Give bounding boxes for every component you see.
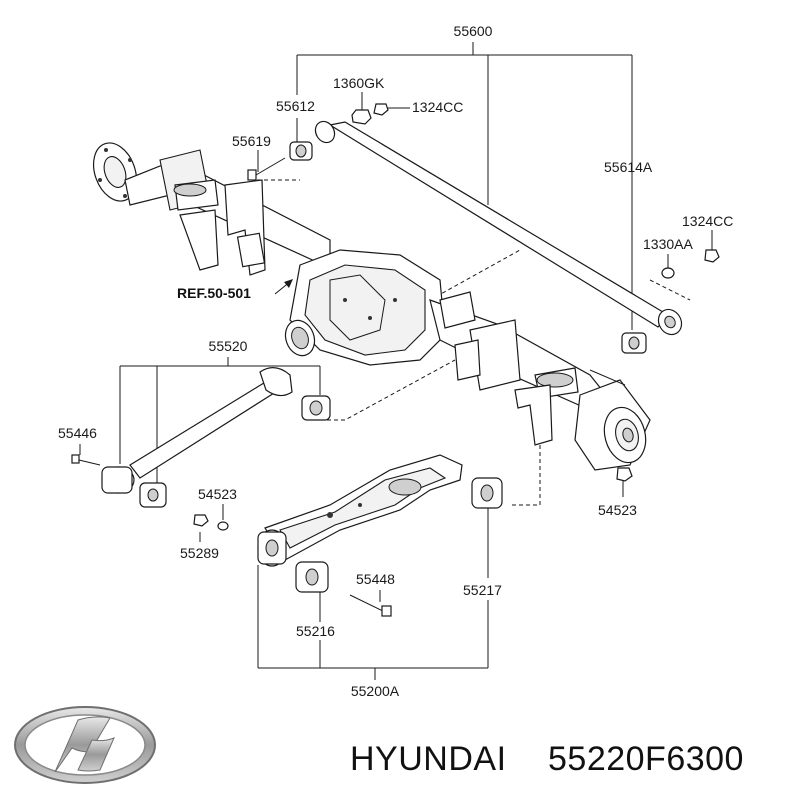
label-55614a: 55614A: [604, 159, 653, 175]
nut-1324cc-top: [373, 103, 389, 116]
label-1324cc-right: 1324CC: [682, 213, 733, 229]
bolt-55446: [71, 454, 101, 466]
label-1324cc-top: 1324CC: [412, 99, 463, 115]
label-55600: 55600: [454, 23, 493, 39]
nut-1360gk: [351, 109, 372, 125]
lower-arm-55200a: [257, 454, 503, 593]
label-54523-left: 54523: [198, 486, 237, 502]
label-55446: 55446: [58, 425, 97, 441]
bolt-55619: [247, 157, 286, 181]
nut-54523-right: [616, 467, 633, 482]
washer-1330aa: [661, 267, 675, 279]
brand-name: HYUNDAI: [350, 740, 507, 778]
leader-lines: [79, 42, 713, 680]
label-55612: 55612: [276, 98, 315, 114]
label-55289: 55289: [180, 545, 219, 561]
bushing-55612: [289, 141, 313, 161]
label-1360gk: 1360GK: [333, 75, 385, 91]
part-number: 55220F6300: [548, 740, 744, 778]
label-54523-right: 54523: [598, 502, 637, 518]
label-55619: 55619: [232, 133, 271, 149]
label-55520: 55520: [209, 338, 248, 354]
label-reference: REF.50-501: [177, 285, 251, 301]
washer-54523-left: [217, 521, 229, 531]
nut-1324cc-right: [704, 249, 720, 263]
label-55216: 55216: [296, 623, 335, 639]
label-1330aa: 1330AA: [643, 236, 693, 252]
rear-axle-housing: [92, 142, 651, 471]
nut-55289: [193, 514, 209, 527]
lower-link-55520: [101, 367, 331, 508]
label-55200a: 55200A: [351, 683, 400, 699]
bushing-right-rod: [621, 332, 647, 354]
part-labels: 55600 1360GK 55612 1324CC 55619 55614A 1…: [58, 23, 733, 699]
label-55217: 55217: [463, 582, 502, 598]
label-55448: 55448: [356, 571, 395, 587]
lateral-rod-assembly: [314, 120, 683, 336]
bolt-55448: [349, 594, 392, 617]
hyundai-logo: [14, 706, 156, 784]
